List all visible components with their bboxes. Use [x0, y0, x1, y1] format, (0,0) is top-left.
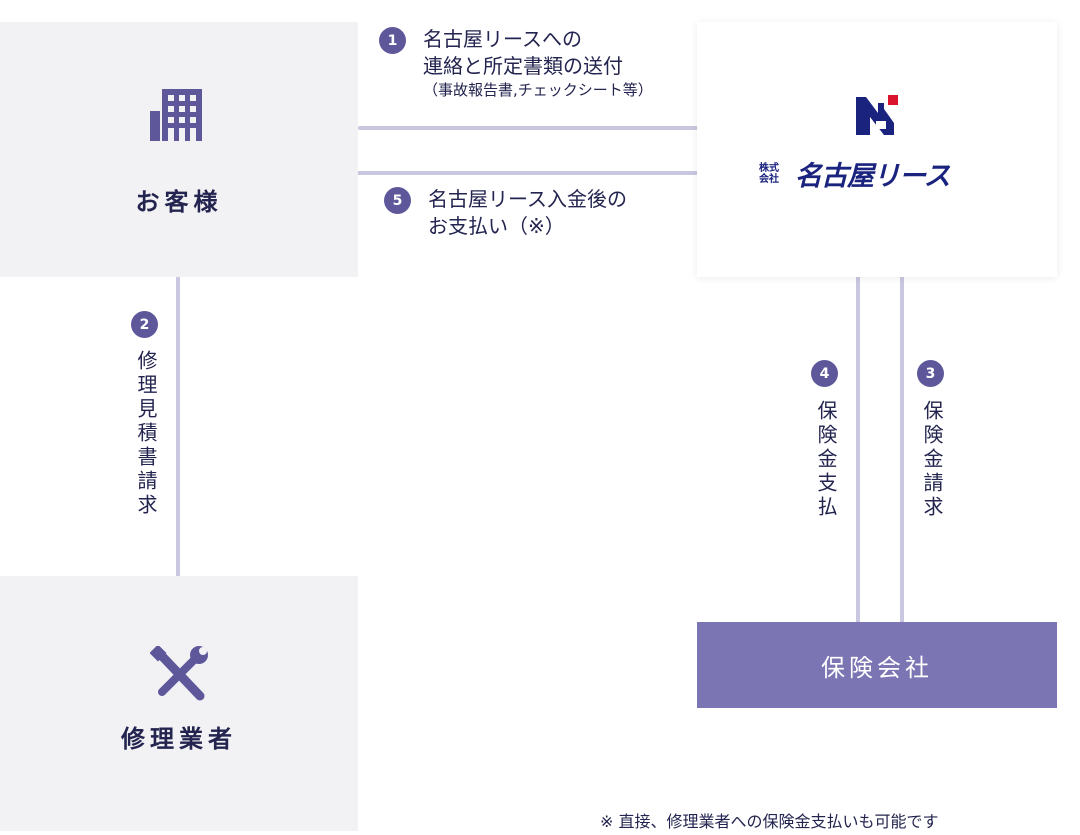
step-2-text: 修理見積書請求 [134, 350, 158, 518]
step-4-badge: 4 [811, 360, 838, 387]
insurer-label: 保険会社 [821, 653, 933, 682]
building-icon [150, 89, 202, 141]
insurer-box: 保険会社 [697, 622, 1057, 708]
customer-label: お客様 [135, 188, 223, 216]
lease-company-logotype: 名古屋リース [795, 161, 951, 192]
customer-box: お客様 [0, 22, 358, 277]
step-5-badge: 5 [384, 187, 411, 214]
step-5-line1: 名古屋リース入金後の [428, 187, 627, 211]
step-2-badge: 2 [131, 311, 158, 338]
step-3-badge: 3 [917, 360, 944, 387]
repair-shop-box: 修理業者 [0, 576, 358, 831]
step-3-text: 保険金請求 [920, 400, 944, 520]
step-1-sub: （事故報告書,チェックシート等） [423, 81, 653, 99]
footnote: ※ 直接、修理業者への保険金支払いも可能です [600, 812, 939, 831]
lease-company-name: 株式 会社 名古屋リース [759, 154, 951, 193]
step-4-text: 保険金支払 [814, 400, 838, 520]
step-1-line1: 名古屋リースへの [423, 27, 582, 51]
repair-shop-label: 修理業者 [121, 725, 237, 753]
tools-icon [150, 646, 208, 701]
company-type-prefix: 株式 会社 [759, 162, 779, 185]
step-1-badge: 1 [379, 27, 406, 54]
company-logo-icon [856, 95, 898, 135]
step-5-line2: お支払い（※） [428, 214, 565, 238]
step-5-text: 名古屋リース入金後の お支払い（※） [428, 186, 627, 240]
lease-company-box: 株式 会社 名古屋リース [697, 22, 1057, 277]
step-1-line2: 連絡と所定書類の送付 [423, 54, 623, 78]
step-1-text: 名古屋リースへの 連絡と所定書類の送付 （事故報告書,チェックシート等） [423, 26, 653, 100]
